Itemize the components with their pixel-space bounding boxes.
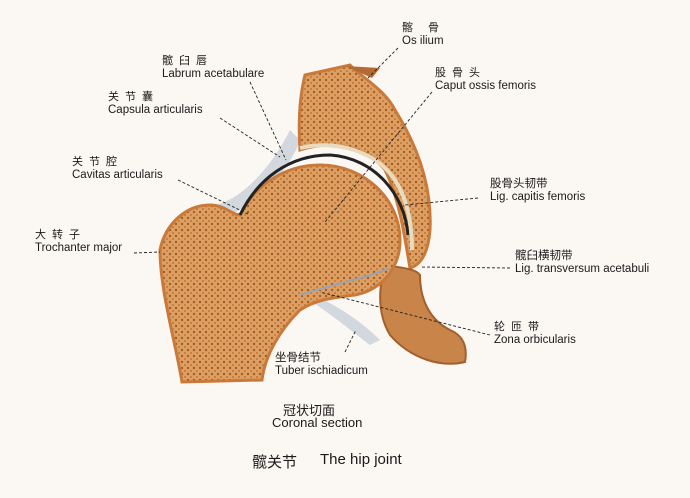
articular-cavity-line bbox=[238, 153, 410, 236]
leader-lig-capitis bbox=[404, 197, 479, 206]
label-zh: 关节腔 bbox=[72, 156, 123, 168]
label-zh: 关节囊 bbox=[108, 91, 159, 103]
leader-lig-transversum bbox=[419, 266, 511, 269]
label-zh: 髂 骨 bbox=[402, 22, 446, 34]
leader-lines bbox=[133, 47, 511, 353]
label-labrum: 髋臼唇 Labrum acetabulare bbox=[162, 55, 264, 81]
label-en: Zona orbicularis bbox=[494, 334, 576, 346]
label-en: Lig. capitis femoris bbox=[490, 191, 586, 203]
label-en: Caput ossis femoris bbox=[435, 80, 536, 92]
leader-trochanter bbox=[133, 251, 161, 254]
label-en: Labrum acetabulare bbox=[162, 68, 265, 80]
section-caption-zh: 冠状切面 bbox=[283, 403, 336, 418]
leader-tuber bbox=[344, 329, 357, 353]
leader-caput bbox=[324, 91, 433, 223]
title-en: The hip joint bbox=[320, 451, 402, 468]
label-lig-transversum: 髋臼横韧带 Lig. transversum acetabuli bbox=[515, 250, 649, 276]
label-tuber: 坐骨结节 Tuber ischiadicum bbox=[275, 352, 368, 378]
label-zh: 髋臼横韧带 bbox=[515, 250, 573, 262]
leader-capsula bbox=[219, 117, 281, 158]
leader-cavitas bbox=[177, 179, 251, 216]
title-zh: 髋关节 bbox=[252, 454, 298, 471]
ilium-cortex-top bbox=[345, 66, 380, 78]
label-zh: 轮匝带 bbox=[494, 321, 545, 333]
label-en: Os ilium bbox=[402, 35, 444, 47]
label-zh: 髋臼唇 bbox=[162, 55, 213, 67]
label-en: Trochanter major bbox=[35, 242, 123, 254]
label-en: Lig. transversum acetabuli bbox=[515, 263, 650, 275]
label-cavitas: 关节腔 Cavitas articularis bbox=[72, 156, 163, 182]
section-caption-en: Coronal section bbox=[272, 415, 363, 430]
lower-capsule-line bbox=[299, 267, 391, 296]
label-zh: 股骨头韧带 bbox=[490, 178, 548, 190]
label-en: Capsula articularis bbox=[108, 104, 203, 116]
label-caput: 股骨头 Caput ossis femoris bbox=[435, 67, 536, 93]
ischium-bone bbox=[379, 263, 467, 365]
label-zh: 大转子 bbox=[35, 229, 86, 241]
label-zh: 股骨头 bbox=[435, 67, 486, 79]
label-trochanter: 大转子 Trochanter major bbox=[35, 229, 122, 255]
leader-zona bbox=[319, 291, 491, 336]
label-en: Cavitas articularis bbox=[72, 169, 163, 181]
label-os-ilium: 髂 骨 Os ilium bbox=[402, 22, 445, 48]
acetabular-cartilage bbox=[299, 143, 414, 251]
label-lig-capitis: 股骨头韧带 Lig. capitis femoris bbox=[490, 178, 585, 204]
label-zona: 轮匝带 Zona orbicularis bbox=[494, 321, 576, 347]
leader-os-ilium bbox=[367, 47, 399, 79]
label-capsula: 关节囊 Capsula articularis bbox=[108, 91, 203, 117]
os-ilium-bone bbox=[297, 63, 432, 270]
label-en: Tuber ischiadicum bbox=[275, 365, 368, 377]
label-zh: 坐骨结节 bbox=[275, 352, 321, 364]
femur-bone bbox=[158, 163, 402, 384]
leader-labrum bbox=[249, 81, 287, 161]
joint-capsule bbox=[215, 130, 380, 345]
